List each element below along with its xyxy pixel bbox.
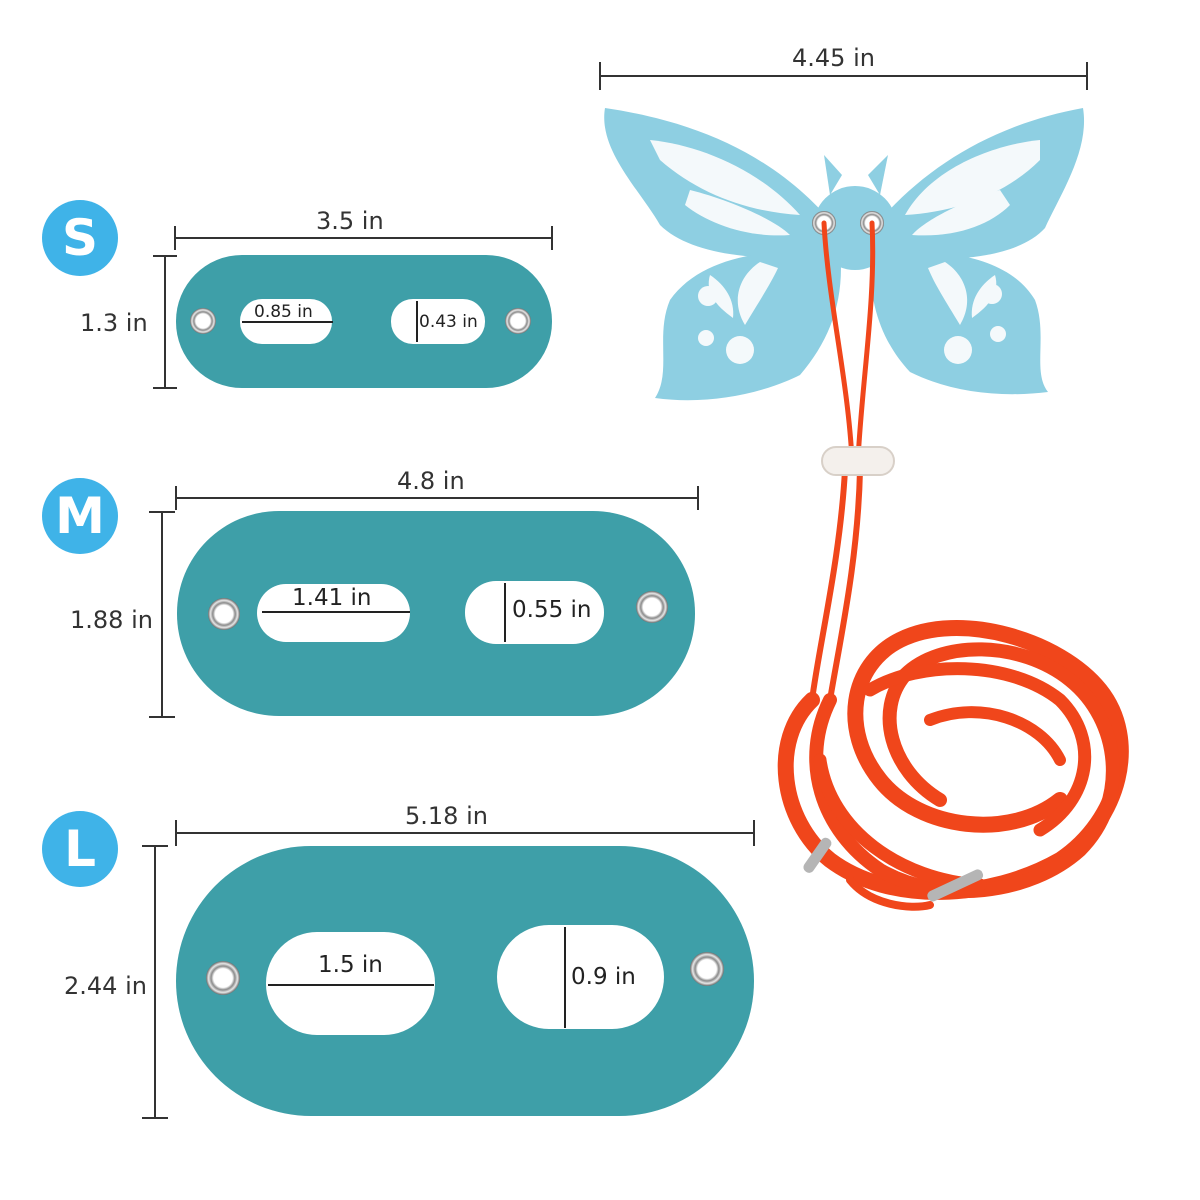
size-badge-m: M bbox=[42, 478, 118, 554]
size-badge-l: L bbox=[42, 811, 118, 887]
m-hole-height-label: 0.55 in bbox=[512, 597, 592, 623]
leash-rope bbox=[777, 220, 1129, 911]
l-hole-width-label: 1.5 in bbox=[318, 952, 383, 978]
dimension-lines bbox=[142, 62, 1088, 1119]
strap-small bbox=[176, 255, 552, 388]
butterfly-width-label: 4.45 in bbox=[792, 44, 875, 72]
butterfly-harness bbox=[604, 108, 1085, 401]
m-width-label: 4.8 in bbox=[397, 467, 465, 495]
l-width-label: 5.18 in bbox=[405, 802, 488, 830]
l-hole-height-label: 0.9 in bbox=[571, 964, 636, 990]
l-height-label: 2.44 in bbox=[64, 972, 147, 1000]
strap-large bbox=[176, 846, 754, 1116]
strap-medium bbox=[177, 511, 695, 716]
size-badge-s: S bbox=[42, 200, 118, 276]
m-height-label: 1.88 in bbox=[70, 606, 153, 634]
s-width-label: 3.5 in bbox=[316, 207, 384, 235]
m-hole-width-label: 1.41 in bbox=[292, 585, 372, 611]
s-height-label: 1.3 in bbox=[80, 309, 148, 337]
s-hole-width-label: 0.85 in bbox=[254, 302, 313, 322]
s-hole-height-label: 0.43 in bbox=[419, 312, 478, 332]
cord-stopper bbox=[821, 446, 895, 476]
cord-ends bbox=[803, 837, 984, 902]
